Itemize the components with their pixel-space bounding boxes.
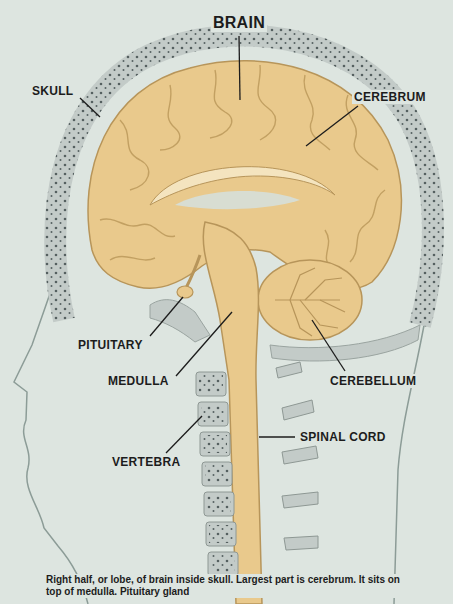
brain-label: BRAIN xyxy=(211,14,267,32)
part-label: MEDULLA xyxy=(106,374,171,388)
ventricle xyxy=(175,191,300,209)
pituitary-stalk xyxy=(186,255,200,288)
part-label: CEREBELLUM xyxy=(328,374,418,388)
neck-outline xyxy=(394,320,425,604)
part-label: PITUITARY xyxy=(76,338,145,352)
arbor-vitae xyxy=(275,268,345,336)
vertebra-texture xyxy=(199,375,235,573)
part-label: SKULL xyxy=(30,84,76,98)
leader-lines xyxy=(80,36,358,453)
part-label: SPINAL CORD xyxy=(298,430,388,444)
gyri xyxy=(100,65,385,268)
part-label: VERTEBRA xyxy=(110,455,182,469)
skull-base xyxy=(150,300,210,342)
pituitary-gland xyxy=(177,286,193,298)
part-label: CEREBRUM xyxy=(352,90,428,104)
caption: Right half, or lobe, of brain inside sku… xyxy=(46,574,416,598)
cerebellum-shape xyxy=(258,260,362,340)
vertebrae xyxy=(196,362,318,576)
face-profile xyxy=(14,270,88,604)
